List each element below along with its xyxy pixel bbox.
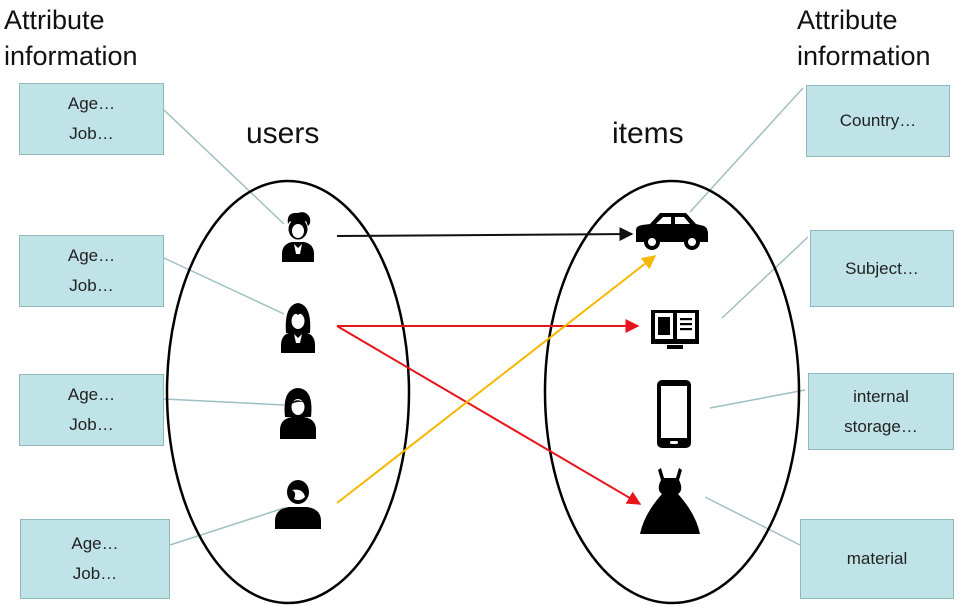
dress-icon	[640, 468, 700, 534]
connector-line	[163, 109, 285, 225]
item-attribute-box: material	[800, 519, 954, 599]
girl-user-icon	[281, 303, 315, 353]
connector-line	[704, 496, 801, 546]
users-label: users	[246, 117, 320, 150]
item-attribute-box: Subject…	[810, 230, 954, 307]
man-user-icon	[275, 480, 321, 529]
connector-lines	[163, 87, 809, 546]
interaction-arrow	[336, 255, 657, 504]
book-icon	[651, 310, 699, 349]
connector-line	[169, 507, 285, 546]
connector-line	[689, 87, 804, 213]
boy-user-icon	[282, 212, 314, 262]
user-attribute-box: Age… Job…	[19, 235, 164, 307]
item-attribute-box: Country…	[806, 85, 950, 157]
car-icon	[636, 213, 708, 250]
left-attribute-heading: Attribute information	[4, 5, 138, 71]
items-ellipse	[543, 179, 801, 605]
right-attribute-heading: Attribute information	[797, 5, 931, 71]
user-attribute-box: Age… Job…	[19, 83, 164, 155]
item-attribute-box: internal storage…	[808, 373, 954, 450]
interaction-arrow	[336, 325, 642, 505]
user-attribute-box: Age… Job…	[20, 519, 170, 599]
connector-line	[721, 236, 809, 319]
items-label: items	[612, 117, 684, 150]
connector-line	[709, 389, 806, 409]
interaction-arrow	[336, 227, 634, 242]
connector-line	[163, 257, 285, 315]
woman-user-icon	[280, 388, 316, 439]
connector-line	[163, 398, 285, 406]
user-attribute-box: Age… Job…	[19, 374, 164, 446]
smartphone-icon	[657, 380, 691, 448]
users-ellipse	[165, 179, 411, 605]
